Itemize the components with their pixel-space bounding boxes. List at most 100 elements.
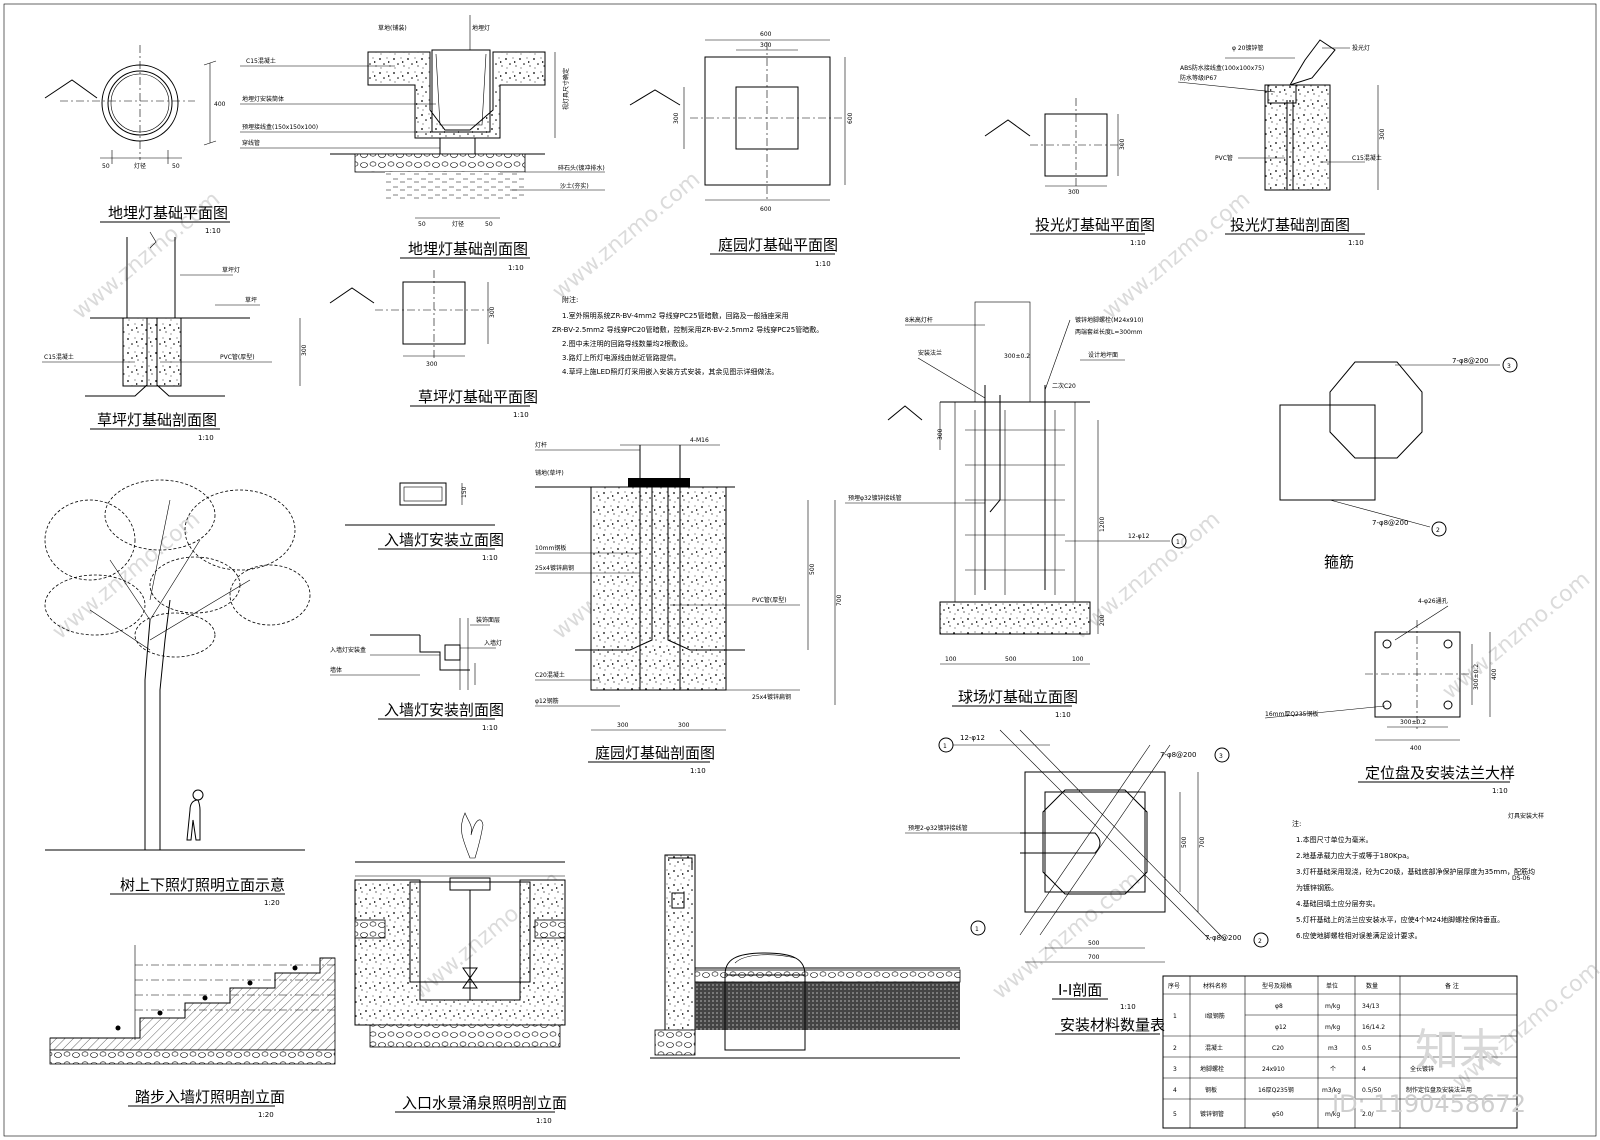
svg-text:m3/kg: m3/kg (1322, 1087, 1341, 1094)
svg-text:0.5: 0.5 (1362, 1045, 1372, 1052)
svg-text:穿线管: 穿线管 (242, 139, 260, 147)
svg-text:7-φ8@200: 7-φ8@200 (1372, 519, 1408, 527)
svg-text:预埋2-φ32镀锌接线管: 预埋2-φ32镀锌接线管 (908, 824, 968, 832)
svg-text:1: 1 (1173, 1013, 1177, 1020)
svg-text:预埋φ32镀锌接线管: 预埋φ32镀锌接线管 (848, 494, 902, 502)
svg-text:地脚螺栓: 地脚螺栓 (1200, 1065, 1224, 1073)
svg-text:300: 300 (301, 344, 308, 356)
svg-text:300: 300 (1379, 128, 1386, 140)
svg-text:1:10: 1:10 (482, 554, 498, 562)
svg-text:6.应使地脚螺栓相对误差满足设计要求。: 6.应使地脚螺栓相对误差满足设计要求。 (1296, 931, 1422, 940)
svg-text:C15混凝土: C15混凝土 (246, 57, 276, 65)
svg-text:0.5/50: 0.5/50 (1362, 1087, 1381, 1094)
svg-text:300: 300 (673, 112, 680, 124)
view-title: 庭园灯基础平面图 (718, 236, 838, 254)
svg-text:100: 100 (945, 656, 957, 663)
svg-text:m3: m3 (1328, 1045, 1338, 1052)
svg-text:灯径: 灯径 (134, 162, 146, 170)
svg-text:25x4镀锌扁钢: 25x4镀锌扁钢 (535, 564, 574, 572)
svg-text:500: 500 (809, 563, 816, 575)
svg-text:I级钢筋: I级钢筋 (1205, 1012, 1225, 1020)
wall-section: 装饰面层 入墙灯安装盒 入墙灯 墙体 入墙灯安装剖面图 1:10 (330, 616, 504, 732)
view-title: 树上下照灯照明立面示意 (120, 876, 285, 894)
court-elevation: 8米高灯杆 安装法兰 镀锌地脚螺栓(M24x910) 两端套丝长度L=300mm… (845, 301, 1187, 719)
svg-text:2.图中未注明的回路导线数量均2根敷设。: 2.图中未注明的回路导线数量均2根敷设。 (562, 339, 692, 348)
svg-text:3.路灯上所灯电源线由就近管路提供。: 3.路灯上所灯电源线由就近管路提供。 (562, 353, 681, 362)
garden-section: 4-M16 灯杆 铺地(草坪) 10mm钢板 25x4镀锌扁钢 PVC管(厚型)… (535, 437, 843, 775)
section-callout-icon (1431, 521, 1447, 537)
svg-text:5.灯杆基础上的法兰应安装水平，应使4个M24地脚螺栓保持垂: 5.灯杆基础上的法兰应安装水平，应使4个M24地脚螺栓保持垂直。 (1296, 915, 1504, 924)
svg-text:DS-06: DS-06 (1512, 875, 1530, 882)
svg-text:www.znzmo.com: www.znzmo.com (1098, 187, 1255, 325)
view-title: 投光灯基础剖面图 (1230, 216, 1350, 234)
svg-text:25x4镀锌扁钢: 25x4镀锌扁钢 (752, 693, 791, 701)
wall-elevation: 150 入墙灯安装立面图 1:10 (345, 482, 504, 562)
svg-text:600: 600 (760, 206, 772, 213)
svg-text:φ12: φ12 (1275, 1024, 1287, 1031)
svg-text:2: 2 (1173, 1045, 1177, 1052)
svg-text:φ 20镀锌管: φ 20镀锌管 (1232, 44, 1264, 52)
svg-text:为镀锌钢筋。: 为镀锌钢筋。 (1296, 883, 1338, 892)
svg-text:1:20: 1:20 (258, 1111, 274, 1119)
person-figure-icon (186, 799, 201, 841)
view-title: 踏步入墙灯照明剖立面 (135, 1088, 285, 1106)
svg-text:50: 50 (418, 221, 426, 228)
svg-text:100: 100 (1072, 656, 1084, 663)
table-header: 序号 材料名称 型号及规格 单位 数量 备 注 (1168, 982, 1459, 990)
lawn-plan: 300 300 草坪灯基础平面图 1:10 (329, 270, 538, 419)
table-row: 4 钢板 16厚Q235钢 m3/kg 0.5/50 制作定位盘及安装法兰用 (1173, 1086, 1472, 1094)
section-i-i: 1 12-φ12 7-φ8@200 3 预埋2-φ32镀锌接线管 1 7-φ8@… (905, 729, 1269, 1011)
svg-text:两端套丝长度L=300mm: 两端套丝长度L=300mm (1075, 328, 1143, 336)
svg-text:沙土(夯实): 沙土(夯实) (560, 182, 589, 190)
svg-text:10mm钢板: 10mm钢板 (535, 544, 566, 552)
svg-text:1:10: 1:10 (205, 227, 221, 235)
svg-text:700: 700 (1199, 836, 1206, 848)
lawn-section: 草坪灯 草坪 C15混凝土 PVC管(厚型) 300 草坪灯基础剖面图 1:10 (42, 231, 308, 442)
svg-text:50: 50 (102, 163, 110, 170)
section-callout-icon (1214, 747, 1230, 763)
svg-text:4-φ26通孔: 4-φ26通孔 (1418, 597, 1448, 605)
svg-text:φ8: φ8 (1275, 1003, 1283, 1010)
svg-text:300: 300 (760, 42, 772, 49)
level-marker-icon (44, 79, 98, 99)
svg-text:300: 300 (1119, 138, 1126, 150)
svg-text:个: 个 (1330, 1066, 1336, 1073)
svg-text:1.室外照明系统ZR-BV-4mm2 导线穿PC25管暗敷，: 1.室外照明系统ZR-BV-4mm2 导线穿PC25管暗敷，回路及一般插座采用 (562, 311, 789, 320)
svg-text:PVC管: PVC管 (1215, 154, 1233, 162)
svg-text:4-M16: 4-M16 (690, 437, 709, 444)
svg-text:300: 300 (426, 361, 438, 368)
view-title: 球场灯基础立面图 (958, 688, 1078, 706)
svg-text:700: 700 (1088, 954, 1100, 961)
svg-text:镀锌地脚螺栓(M24x910): 镀锌地脚螺栓(M24x910) (1075, 316, 1144, 324)
svg-text:φ12钢筋: φ12钢筋 (535, 697, 559, 705)
fountain-section: 入口水景涌泉照明剖立面 1:10 (354, 812, 567, 1125)
svg-text:装饰面层: 装饰面层 (476, 616, 500, 624)
svg-text:入墙灯: 入墙灯 (484, 639, 502, 647)
brand-logo: 知末 ID: 1190458672 (1332, 1025, 1526, 1118)
view-title: 入墙灯安装剖面图 (384, 701, 504, 719)
section-callout-icon (1502, 357, 1518, 373)
svg-text:7-φ8@200: 7-φ8@200 (1205, 934, 1241, 942)
view-title: 箍筋 (1324, 553, 1354, 571)
svg-text:钢板: 钢板 (1205, 1086, 1217, 1094)
svg-text:1:10: 1:10 (513, 411, 529, 419)
svg-text:400: 400 (1410, 745, 1422, 752)
svg-text:7-φ8@200: 7-φ8@200 (1452, 357, 1488, 365)
svg-text:灯杆: 灯杆 (535, 441, 547, 449)
flange-detail: 4-φ26通孔 16mm厚Q235钢板 300±0.2 400 300±0.2 … (1264, 597, 1515, 795)
svg-text:1:10: 1:10 (536, 1117, 552, 1125)
tree-canopy-icon (44, 479, 311, 658)
svg-text:型号及规格: 型号及规格 (1262, 982, 1292, 990)
svg-text:入墙灯安装盒: 入墙灯安装盒 (330, 646, 366, 654)
svg-text:300±0.2: 300±0.2 (1004, 353, 1030, 360)
svg-text:m/kg: m/kg (1325, 1024, 1340, 1031)
svg-text:混凝土: 混凝土 (1205, 1044, 1223, 1052)
table-row: 5 镀锌钢管 φ50 m/kg 2.0/ (1173, 1110, 1375, 1118)
svg-text:1: 1 (1176, 539, 1180, 546)
svg-text:1:10: 1:10 (198, 434, 214, 442)
svg-text:300: 300 (678, 722, 690, 729)
svg-text:1:10: 1:10 (508, 264, 524, 272)
svg-text:12-φ12: 12-φ12 (1128, 533, 1150, 540)
svg-text:C20混凝土: C20混凝土 (535, 671, 565, 679)
view-title: 地埋灯基础剖面图 (408, 240, 528, 258)
